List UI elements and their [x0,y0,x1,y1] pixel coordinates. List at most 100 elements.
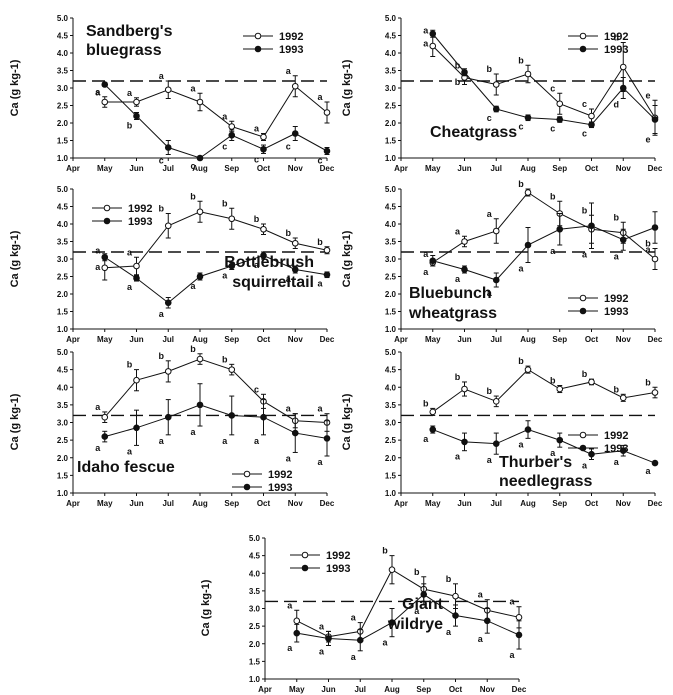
significance-label: a [95,402,101,412]
data-point-1992 [133,376,140,384]
significance-label: c [317,156,322,166]
significance-label: a [317,404,323,414]
significance-label: a [222,436,228,446]
legend-label: 1993 [268,482,292,494]
significance-label: b [190,191,196,201]
x-tick-label: Apr [66,164,80,173]
significance-label: a [446,627,452,637]
significance-label: a [645,466,651,476]
significance-label: a [222,271,228,281]
x-tick-label: Sep [552,499,567,508]
y-tick-label: 1.0 [57,325,69,334]
y-tick-label: 2.5 [385,102,397,111]
legend-marker [579,431,587,439]
legend-marker [243,483,251,491]
y-tick-label: 1.5 [385,471,397,480]
significance-label: b [487,386,493,396]
significance-label: b [550,375,556,385]
data-point-1992 [101,413,109,421]
legend-label: 1992 [326,550,350,562]
data-point-1993 [452,612,459,619]
significance-label: b [423,398,429,408]
y-tick-label: 2.5 [57,102,69,111]
y-tick-label: 3.5 [385,401,397,410]
significance-label: c [487,113,492,123]
series-line-1993 [104,404,328,439]
legend-label: 1992 [279,31,303,43]
y-tick-label: 5.0 [57,185,69,194]
series-line-1993 [104,254,328,304]
x-tick-label: Jun [129,164,143,173]
y-tick-label: 1.0 [57,489,69,498]
significance-label: b [455,372,461,382]
y-tick-label: 4.5 [57,366,69,375]
y-tick-label: 2.0 [57,119,69,128]
significance-label: c [286,142,291,152]
x-tick-label: Jul [162,499,174,508]
legend-marker [254,32,262,40]
significance-label: c [582,129,587,139]
significance-label: b [127,360,133,370]
significance-label: a [222,111,228,121]
legend-marker [579,307,587,315]
data-point-1992 [515,614,523,621]
significance-label: c [254,154,259,164]
y-tick-label: 1.5 [57,137,69,146]
data-point-1993 [164,144,172,151]
y-axis-label: Ca (g kg-1) [200,579,212,636]
data-point-1992 [164,86,172,94]
x-tick-label: Nov [616,335,632,344]
significance-label: c [550,123,555,133]
data-point-1993 [260,145,267,153]
data-point-1993 [556,116,564,123]
significance-label: a [423,267,429,277]
y-tick-label: 5.0 [57,14,69,23]
x-tick-label: May [97,499,113,508]
data-point-1993 [356,636,364,644]
significance-label: b [159,351,165,361]
data-point-1992 [524,189,532,196]
data-point-1993 [133,274,140,282]
y-tick-label: 3.0 [57,84,69,93]
y-tick-label: 4.0 [57,383,69,392]
y-tick-label: 3.5 [57,401,69,410]
significance-label: b [518,179,524,189]
series-line-1993 [296,593,520,641]
y-tick-label: 3.0 [385,84,397,93]
significance-label: a [487,209,493,219]
x-tick-label: Nov [480,685,496,694]
data-point-1993 [556,436,564,444]
data-point-1992 [588,378,595,386]
significance-label: a [614,457,620,467]
y-tick-label: 5.0 [249,534,261,543]
y-tick-label: 2.0 [385,119,397,128]
data-point-1993 [651,224,659,231]
data-point-1992 [133,98,140,106]
legend-label: 1992 [604,31,628,43]
data-point-1993 [588,450,595,458]
x-tick-label: Aug [192,164,208,173]
y-tick-label: 1.5 [385,137,397,146]
data-point-1992 [429,42,437,50]
legend-label: 1993 [279,44,303,56]
significance-label: a [190,281,196,291]
data-point-1992 [588,112,595,120]
x-tick-label: Sep [552,335,567,344]
x-tick-label: Apr [394,164,408,173]
significance-label: a [351,652,357,662]
significance-label: a [518,439,524,449]
significance-label: b [550,191,556,201]
legend-marker [103,217,111,225]
x-tick-label: Nov [288,164,304,173]
data-point-1993 [461,68,468,76]
data-point-1992 [461,385,468,393]
legend-label: 1993 [604,44,628,56]
data-point-1992 [651,255,659,263]
panel-title: Thurber's [499,454,572,471]
significance-label: a [550,448,556,458]
data-point-1992 [323,109,331,116]
data-point-1992 [492,398,500,405]
series-line-1992 [432,45,656,119]
